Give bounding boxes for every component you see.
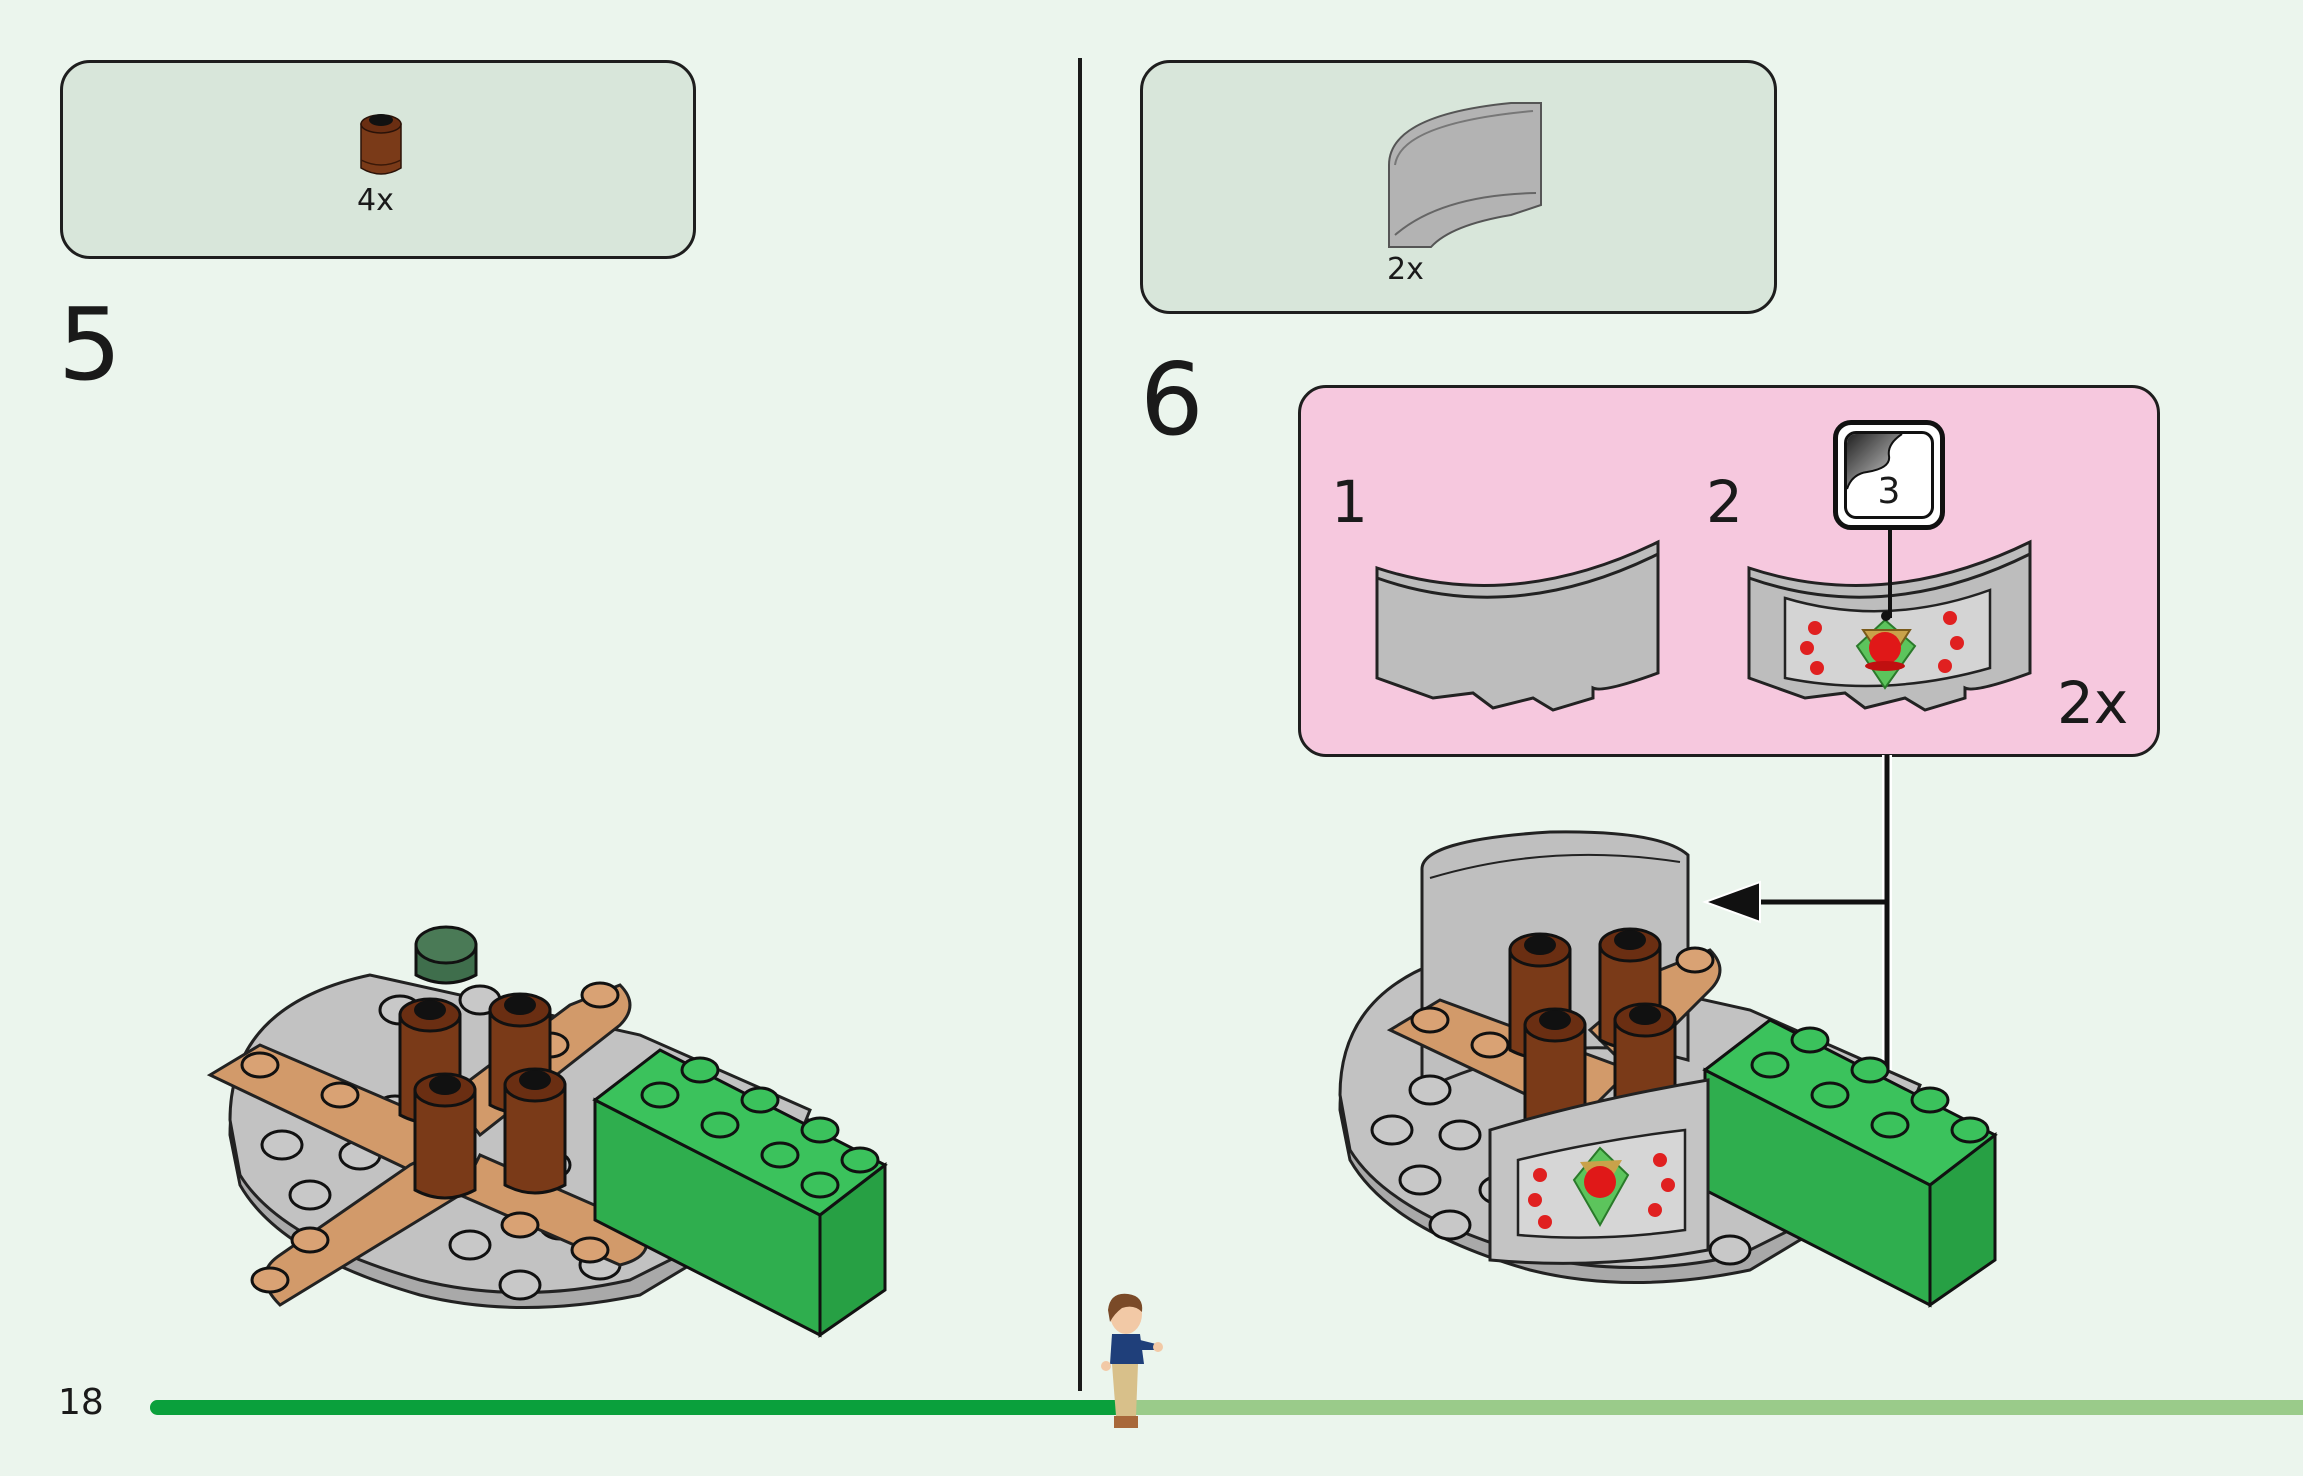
sub-assembly-callout: 1 2 2x	[1298, 385, 2160, 757]
dark-green-round-brick	[414, 925, 478, 985]
brown-round-bricks	[1508, 927, 1677, 1130]
green-brick-2x4	[1702, 1018, 1998, 1308]
green-brick-2x4	[592, 1048, 888, 1338]
sticker-badge: 3	[1833, 420, 1945, 530]
substep-multiplier: 2x	[2057, 669, 2129, 737]
step-number: 5	[58, 286, 122, 403]
page-number: 18	[58, 1382, 104, 1423]
progress-bar-fill	[150, 1400, 1119, 1415]
plain-curved-panel-icon	[1375, 539, 1660, 712]
progress-bar	[150, 1400, 2303, 1415]
tan-plate-studs	[240, 981, 620, 1294]
brown-round-brick-icon	[360, 114, 402, 175]
part-quantity: 2x	[1387, 252, 1424, 287]
arrow-head-upper	[1702, 880, 1761, 924]
brown-round-bricks	[398, 992, 567, 1200]
minifigure-progress-marker	[1101, 1293, 1163, 1428]
step5-model-illustration	[206, 925, 888, 1338]
curved-wall-front-stickered	[1488, 1078, 1710, 1265]
sticker-number: 3	[1877, 471, 1901, 512]
gray-curved-wall-panel-icon	[1388, 102, 1542, 248]
sticker-peel-icon	[1847, 434, 1903, 490]
page-divider	[1078, 58, 1082, 1391]
part-quantity: 4x	[357, 183, 394, 218]
step-number: 6	[1140, 341, 1204, 458]
sticker-leader-line	[1888, 530, 1892, 618]
substep-number: 2	[1706, 468, 1743, 536]
step5-parts-box: 4x	[60, 60, 696, 259]
step6-model-illustration	[1338, 830, 1998, 1308]
substep-number: 1	[1331, 468, 1368, 536]
step6-parts-box: 2x	[1140, 60, 1777, 314]
sticker-graphic	[1800, 611, 1964, 690]
tan-plate-studs	[1410, 946, 1715, 1059]
stickered-curved-panel-icon	[1747, 539, 2032, 712]
